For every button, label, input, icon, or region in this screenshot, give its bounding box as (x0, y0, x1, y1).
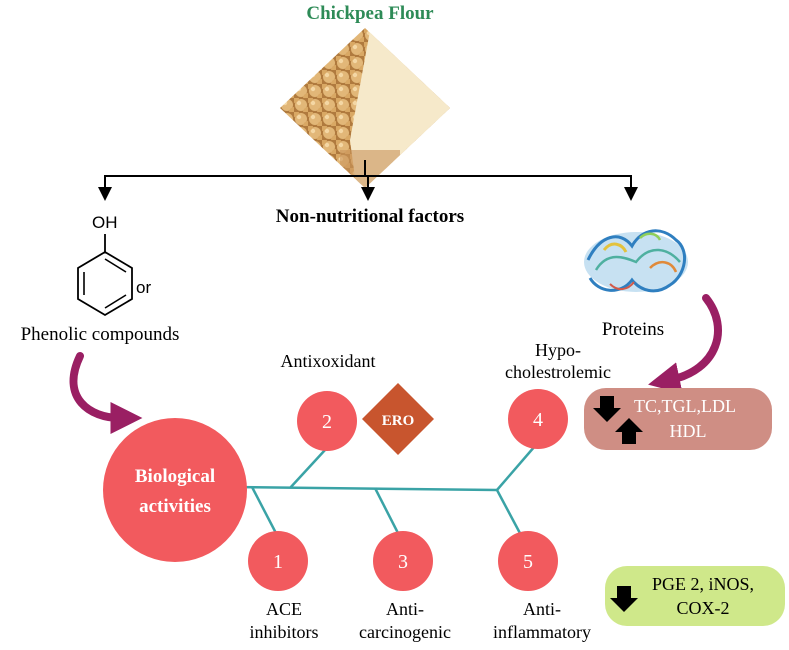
hub-label-line2: activities (139, 496, 211, 517)
activity-number-3: 3 (398, 551, 408, 573)
proteins-to-lipid-arrow (648, 294, 722, 394)
lipid-profile-box: TC,TGL,LDL HDL (584, 388, 772, 450)
phenol-structure: OH (77, 213, 133, 317)
down-arrow-icon (593, 396, 621, 422)
ero-label: ERO (382, 413, 415, 429)
activity-node-2: 2 (297, 391, 357, 451)
anticarcinogenic-label-line1: Anti- (386, 599, 424, 619)
biological-activities-hub (103, 418, 247, 562)
hub-label-line1: Biological (135, 466, 215, 487)
inflammation-markers-box: PGE 2, iNOS, COX-2 (605, 566, 785, 626)
ero-diamond: ERO (362, 383, 434, 455)
lipid-box-line1: TC,TGL,LDL (634, 396, 736, 416)
lipid-box-line2: HDL (670, 421, 707, 441)
activity-number-1: 1 (273, 551, 283, 573)
activity-node-3: 3 (373, 531, 433, 591)
protein-structure-image (584, 229, 688, 293)
diagram-title: Chickpea Flour (306, 3, 434, 24)
non-nutritional-factors-heading: Non-nutritional factors (276, 206, 464, 227)
or-label: or (136, 278, 151, 297)
anticarcinogenic-label-line2: carcinogenic (359, 622, 451, 642)
inflam-box-line2: COX-2 (677, 598, 730, 618)
activity-number-2: 2 (322, 411, 332, 433)
antiinflammatory-label-line1: Anti- (523, 599, 561, 619)
inflam-box-line1: PGE 2, iNOS, (652, 574, 754, 594)
ace-inhibitors-label-line2: inhibitors (249, 622, 318, 642)
activity-number-5: 5 (523, 551, 533, 573)
phenolic-to-hub-arrow (69, 352, 143, 434)
distribution-arrows (98, 160, 638, 201)
down-arrow-icon (610, 586, 638, 612)
ace-inhibitors-label-line1: ACE (266, 599, 302, 619)
up-arrow-icon (615, 418, 643, 444)
hydroxyl-label: OH (92, 213, 118, 232)
activity-branches (229, 445, 536, 538)
hypocholesterolemic-label-line1: Hypo- (535, 340, 581, 360)
hypocholesterolemic-label-line2: cholestrolemic (505, 362, 611, 382)
activity-node-5: 5 (498, 531, 558, 591)
antioxidant-label: Antixoxidant (281, 351, 376, 371)
antiinflammatory-label-line2: inflammatory (493, 622, 591, 642)
chickpea-flour-image (280, 28, 450, 188)
activity-node-4: 4 (508, 389, 568, 449)
activity-node-1: 1 (248, 531, 308, 591)
activity-number-4: 4 (533, 409, 543, 431)
phenolic-compounds-label: Phenolic compounds (21, 324, 180, 345)
proteins-label: Proteins (602, 319, 664, 340)
